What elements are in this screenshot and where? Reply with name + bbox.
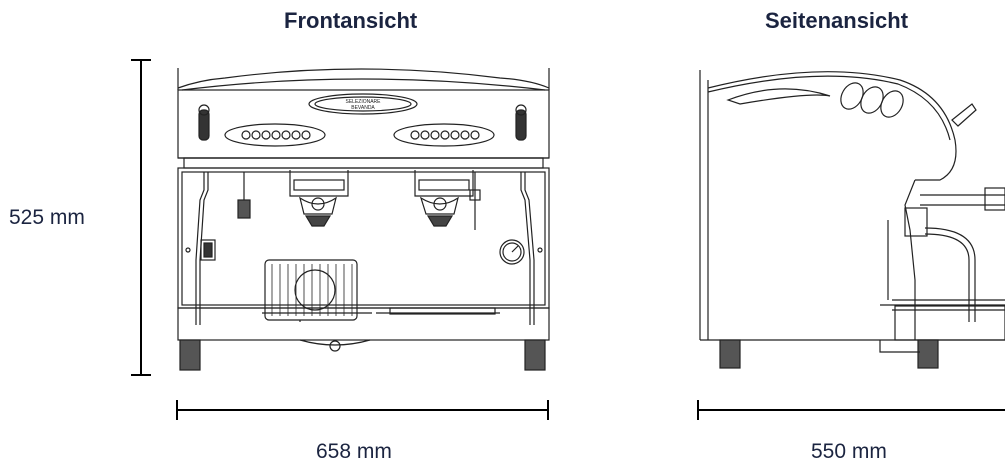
left-steam-knob (198, 109, 210, 141)
height-dimension-label: 525 mm (9, 206, 85, 229)
espresso-machine-front-view: SELEZIONARE BEVANDA (177, 68, 550, 371)
side-rear-foot (719, 339, 741, 369)
display-line-1: SELEZIONARE (345, 99, 381, 105)
side-steam-knob (951, 103, 977, 127)
display-panel (308, 93, 418, 115)
left-foot (179, 339, 201, 371)
front-width-dimension-label: 658 mm (316, 440, 392, 463)
side-vent (726, 88, 831, 105)
right-group-head (414, 170, 474, 197)
front-width-dimension-line (176, 400, 549, 420)
right-steam-knob (515, 109, 527, 141)
side-width-dimension-line (697, 400, 1005, 420)
left-group-head (289, 170, 349, 197)
power-switch (200, 239, 216, 261)
drip-tray-grid (264, 259, 358, 321)
keypad-buttons (241, 130, 480, 140)
side-front-foot (917, 339, 939, 369)
display-line-2: BEVANDA (351, 105, 375, 111)
espresso-machine-side-view (699, 70, 1005, 369)
pressure-gauge (499, 239, 525, 265)
left-keypad (224, 123, 326, 147)
side-width-dimension-label: 550 mm (811, 440, 887, 463)
right-keypad (393, 123, 495, 147)
height-dimension-line (131, 59, 151, 376)
side-view-title: Seitenansicht (765, 8, 909, 33)
front-view-title: Frontansicht (284, 8, 418, 33)
right-foot (524, 339, 546, 371)
